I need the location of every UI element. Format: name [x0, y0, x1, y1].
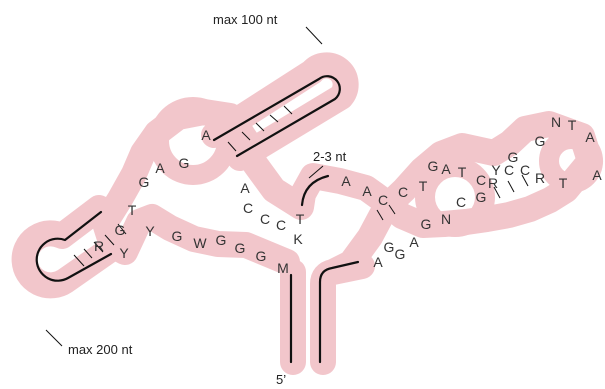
nucleotide-18: C [276, 217, 286, 233]
nucleotide-0: M [277, 260, 289, 276]
nucleotide-10: T [128, 202, 137, 218]
nucleotide-49: A [373, 254, 383, 270]
loop-halo-2 [539, 129, 603, 193]
base-pair-4 [117, 223, 127, 235]
base-pair-8 [269, 114, 279, 123]
nucleotide-47: G [395, 246, 406, 262]
nucleotide-36: A [592, 167, 602, 183]
nucleotide-30: Y [491, 162, 501, 178]
backbone-segment-1 [35, 210, 113, 282]
nucleotide-40: C [504, 162, 514, 178]
label-five-prime: 5’ [276, 372, 286, 387]
nucleotide-13: G [179, 155, 190, 171]
nucleotide-9: G [115, 222, 126, 238]
leader-line-top [305, 26, 323, 45]
nucleotide-29: C [476, 172, 486, 188]
halo-band-1 [201, 52, 359, 171]
base-pair-3 [104, 234, 115, 246]
nucleotide-3: G [216, 232, 227, 248]
label-2-3-nt: 2-3 nt [313, 149, 347, 164]
nucleotide-33: N [551, 114, 561, 130]
nucleotide-15: A [240, 180, 250, 196]
base-pair-2 [93, 241, 104, 253]
nucleotide-26: G [428, 158, 439, 174]
nucleotide-7: Y [119, 245, 129, 261]
base-pair-0 [73, 254, 85, 267]
backbone-lines [35, 75, 360, 364]
halo-band-4 [310, 253, 375, 375]
base-pair-9 [283, 105, 293, 115]
nucleotide-24: C [398, 184, 408, 200]
nucleotide-31: G [508, 149, 519, 165]
backbone-segment-4 [300, 174, 330, 207]
nucleotide-22: A [362, 183, 372, 199]
loop-halo-1 [415, 157, 495, 237]
base-pair-12 [493, 186, 501, 199]
nucleotide-21: A [341, 173, 351, 189]
nucleotide-34: T [568, 117, 577, 133]
nucleotide-2: G [235, 240, 246, 256]
backbone-segment-0 [212, 75, 341, 158]
nucleotide-41: R [488, 175, 498, 191]
base-pair-7 [255, 122, 265, 132]
pink-highlight-backdrop [11, 52, 603, 375]
backbone-segment-3 [318, 260, 360, 364]
nucleotide-16: C [243, 200, 253, 216]
nucleotide-45: G [421, 216, 432, 232]
nucleotide-11: G [139, 174, 150, 190]
nucleotide-19: K [293, 231, 303, 247]
nucleotide-23: C [378, 192, 388, 208]
nucleotide-14: A [201, 127, 211, 143]
base-pair-11 [388, 204, 396, 215]
base-pair-ticks [73, 105, 529, 267]
nucleotide-37: T [559, 175, 568, 191]
annotation-bottom: max 200 nt [45, 329, 133, 357]
nucleotide-17: C [260, 211, 270, 227]
nucleotide-20: T [296, 211, 305, 227]
halo-band-0 [92, 99, 603, 284]
base-pair-5 [227, 141, 237, 152]
leader-line-bottom [45, 329, 63, 347]
leader-line-linker [308, 165, 324, 179]
nucleotide-1: G [256, 248, 267, 264]
nucleotide-25: T [419, 178, 428, 194]
nucleotide-5: G [172, 228, 183, 244]
nucleotide-46: A [409, 234, 419, 250]
label-max-200-nt: max 200 nt [68, 342, 133, 357]
base-pair-13 [507, 180, 515, 193]
nucleotide-38: R [535, 170, 545, 186]
nucleotide-6: Y [145, 223, 155, 239]
nucleotide-48: G [384, 239, 395, 255]
base-pair-10 [376, 209, 384, 221]
loop-halo-0 [149, 97, 237, 185]
nucleotide-32: G [535, 133, 546, 149]
annotation-linker: 2-3 nt [308, 149, 347, 179]
nucleotide-35: A [585, 129, 595, 145]
base-pair-6 [241, 131, 251, 141]
base-pair-1 [83, 248, 93, 259]
nucleotide-39: C [520, 162, 530, 178]
nucleotide-43: C [456, 194, 466, 210]
label-max-100-nt: max 100 nt [213, 12, 278, 27]
nucleotide-27: A [441, 161, 451, 177]
nucleotide-42: G [476, 189, 487, 205]
nucleotide-4: W [193, 235, 207, 251]
base-pair-14 [521, 174, 529, 187]
halo-band-2 [11, 195, 121, 299]
nucleotide-44: N [441, 211, 451, 227]
annotation-top: max 100 nt [213, 12, 323, 45]
nucleotide-8: R [94, 238, 104, 254]
nucleotide-28: T [458, 164, 467, 180]
nucleotide-12: A [155, 160, 165, 176]
